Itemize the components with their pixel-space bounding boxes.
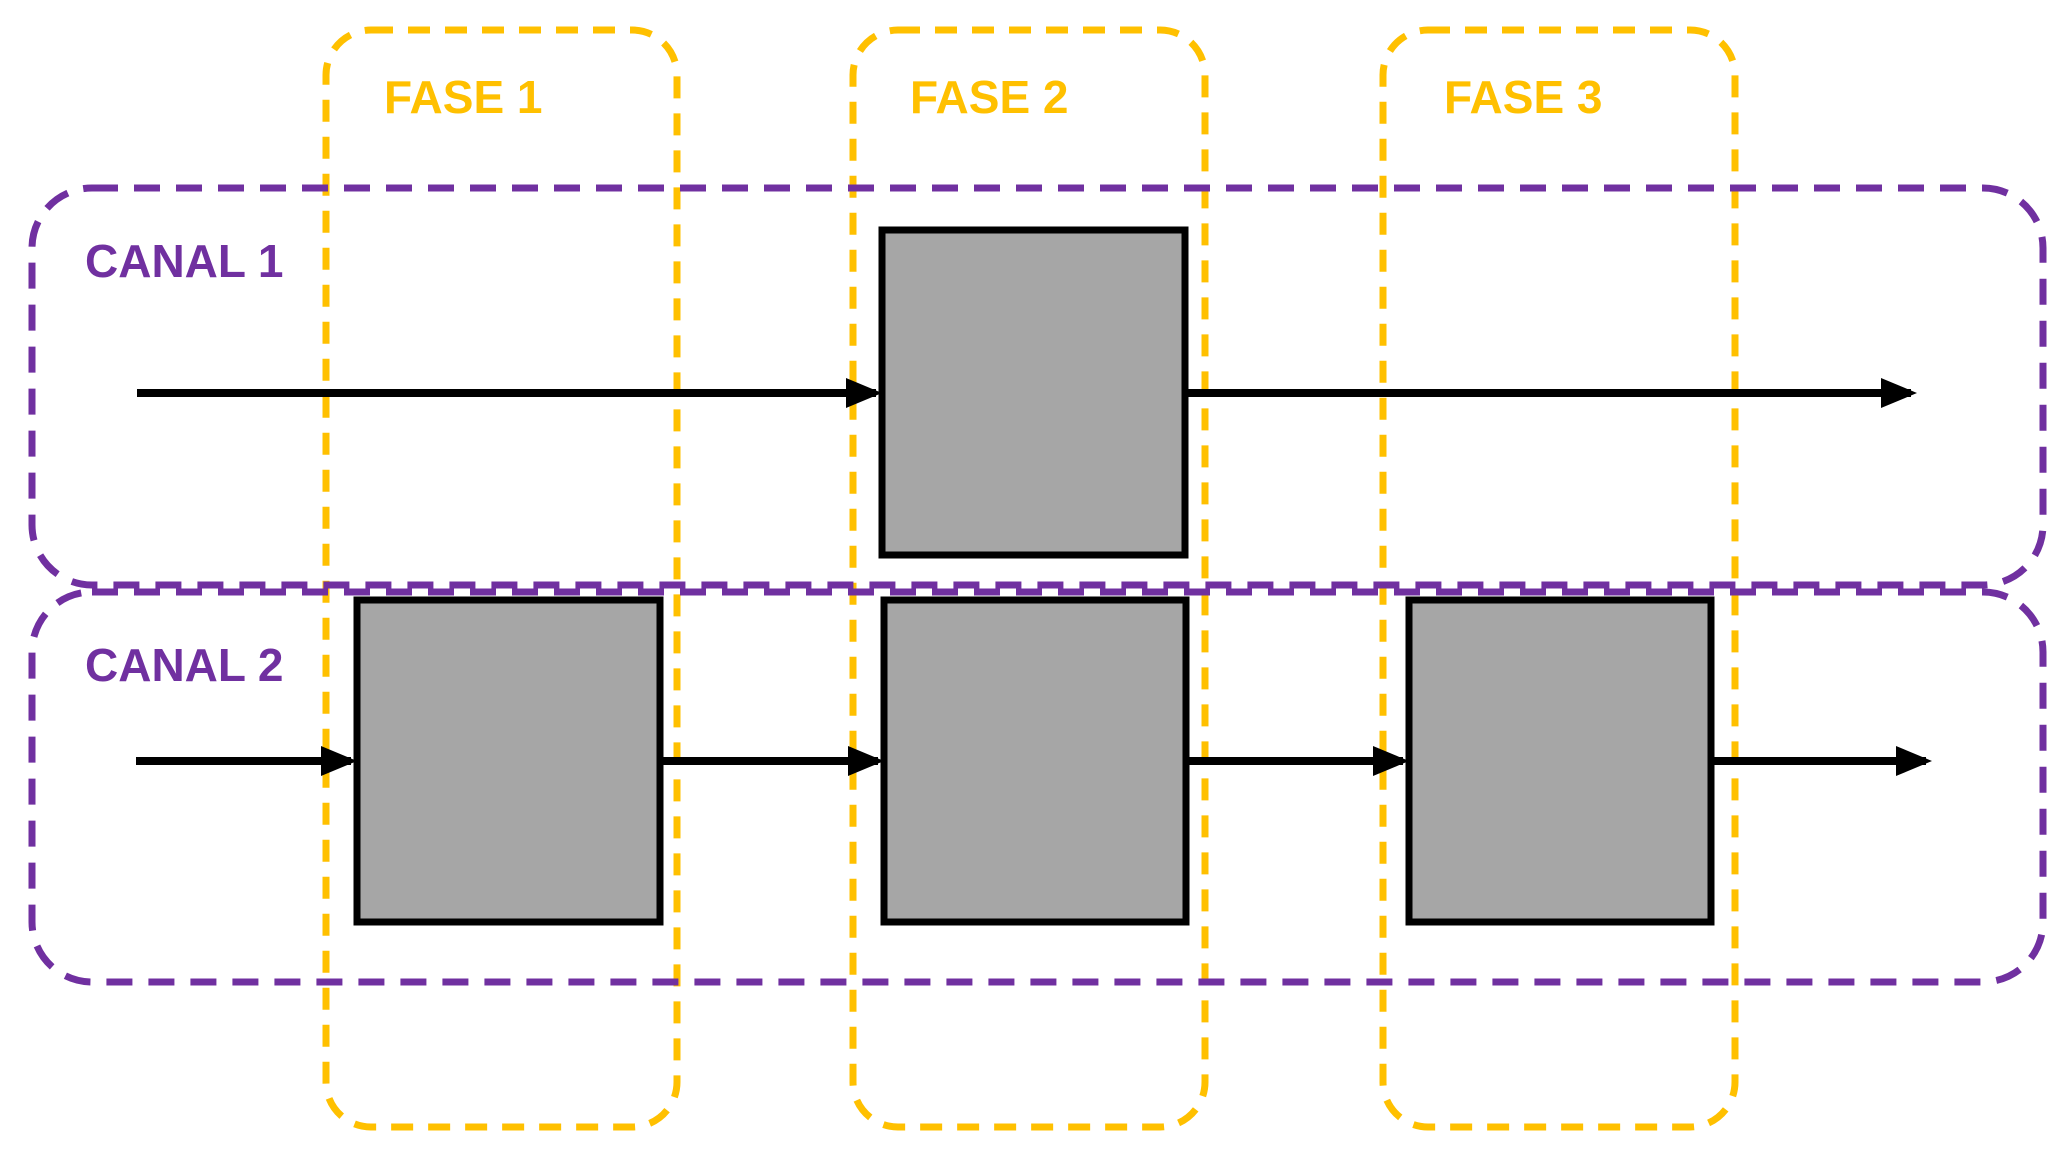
phase-1-column [322,26,681,1131]
channel-1-row [28,184,2047,589]
task-box-canal2-fase2 [880,596,1190,926]
channel-1-label: CANAL 1 [85,235,284,287]
task-box-canal2-fase1 [353,596,664,926]
channel-2-label: CANAL 2 [85,639,284,691]
flow-arrows [136,378,1932,776]
task-boxes [353,226,1715,926]
phase-2-column [849,26,1209,1131]
phase-columns: FASE 1 FASE 2 FASE 3 [322,26,1739,1131]
task-box-canal1-fase2 [878,226,1189,559]
channel-2-row [28,588,2047,986]
channel-rows: CANAL 1 CANAL 2 [28,184,2047,986]
phase-3-column [1379,26,1739,1131]
phase-1-label: FASE 1 [384,71,543,123]
phase-2-label: FASE 2 [910,71,1069,123]
phase-3-label: FASE 3 [1444,71,1603,123]
task-box-canal2-fase3 [1405,596,1715,926]
